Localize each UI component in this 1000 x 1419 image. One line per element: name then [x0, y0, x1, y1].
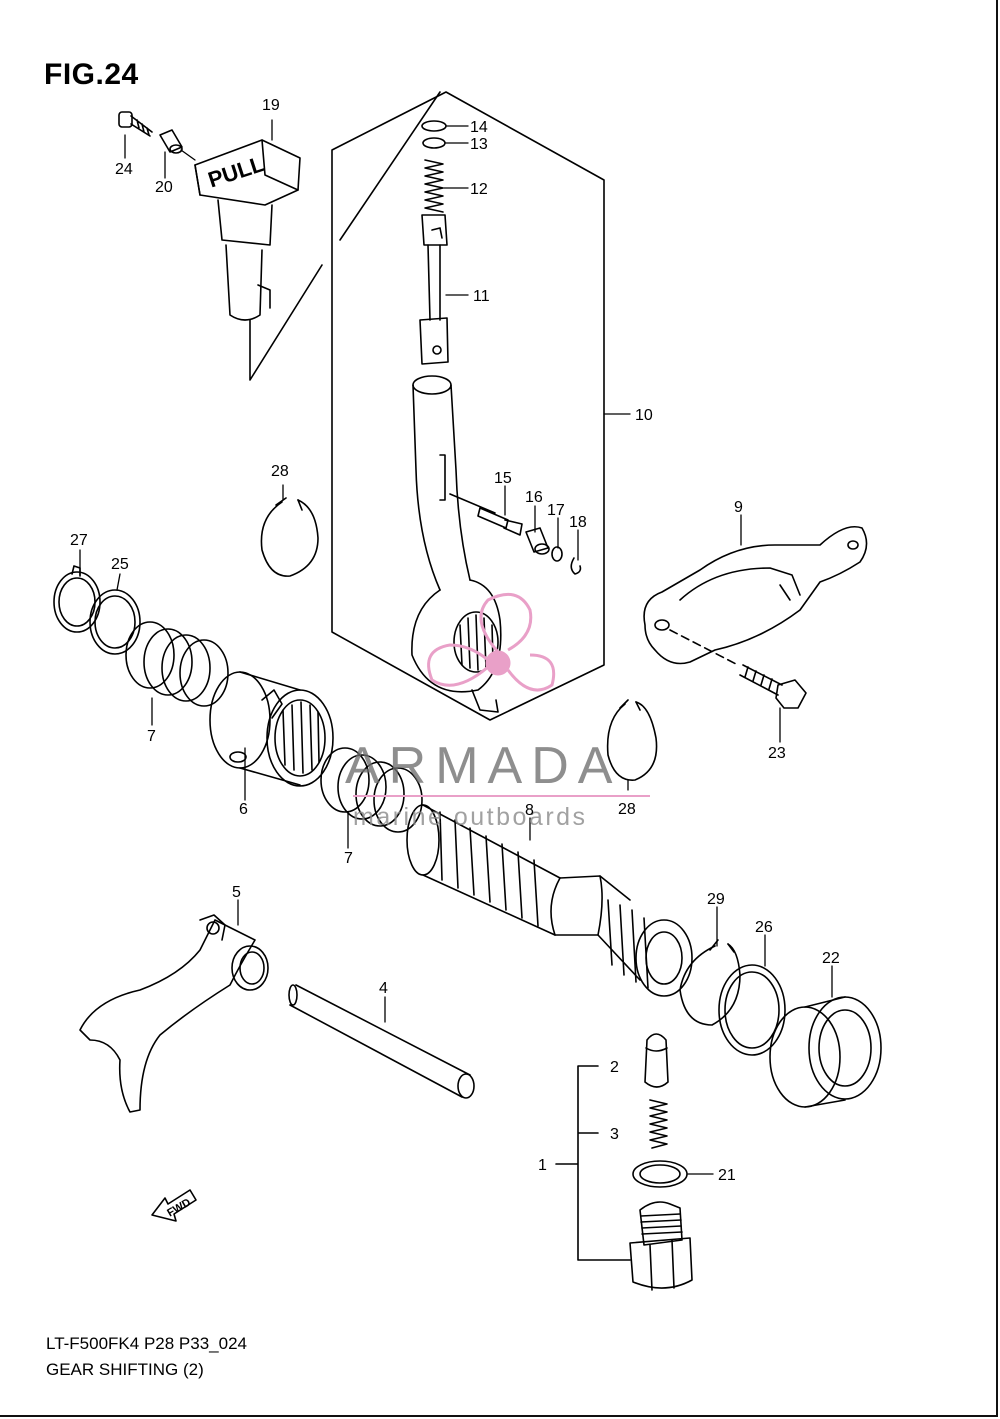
callout-13: 13: [470, 136, 488, 153]
model-code: LT-F500FK4 P28 P33_024: [46, 1334, 247, 1353]
rod-part-11: [419, 214, 449, 365]
ring-part-14: [421, 120, 447, 132]
callout-14: 14: [470, 119, 488, 136]
diagram-name: GEAR SHIFTING (2): [46, 1360, 204, 1379]
snap-ring-part-27: [53, 565, 101, 633]
callout-20: 20: [155, 179, 173, 196]
bearing-part-22: [769, 996, 882, 1108]
shift-arm: [411, 375, 502, 713]
callout-24: 24: [115, 161, 133, 178]
callout-19: 19: [262, 97, 280, 114]
watermark-brand: ARMADA: [345, 737, 621, 795]
bolt-part-24: [118, 111, 153, 137]
spring-part-7-upper: [125, 621, 229, 707]
callout-28-upper: 28: [271, 463, 289, 480]
bolt-part-23: [739, 664, 807, 709]
callout-4: 4: [379, 980, 388, 997]
collar-part-20: [159, 129, 183, 154]
washer-part-21: [632, 1160, 688, 1188]
sleeve-part-16: [525, 527, 550, 555]
callout-7-lower: 7: [344, 850, 353, 867]
callout-27: 27: [70, 532, 88, 549]
assembly-10-outline: [331, 91, 605, 721]
callout-26: 26: [755, 919, 773, 936]
lever-plate-part-9: [643, 526, 868, 665]
callout-7-upper: 7: [147, 728, 156, 745]
leader-lines: [79, 119, 833, 1175]
callout-28-lower: 28: [618, 801, 636, 818]
callout-21: 21: [718, 1167, 736, 1184]
washer-part-26: [718, 964, 786, 1056]
figure-title: FIG.24: [44, 58, 139, 91]
callout-9: 9: [734, 499, 743, 516]
callout-10: 10: [635, 407, 653, 424]
clutch-dog-part-6: [209, 671, 334, 787]
plug-part-1: [629, 1201, 693, 1291]
assembly-link-lines: [249, 91, 441, 381]
spring-part-12: [424, 159, 444, 213]
circlip-part-28-lower: [606, 699, 658, 781]
knob-part-19: PULL: [194, 139, 301, 321]
callout-22: 22: [822, 950, 840, 967]
pin-part-15: [449, 493, 523, 536]
callout-15: 15: [494, 470, 512, 487]
callout-8: 8: [525, 802, 534, 819]
rod-part-4: [288, 984, 475, 1099]
plunger-part-2: [644, 1033, 669, 1088]
callout-12: 12: [470, 181, 488, 198]
callout-labels: 19 24 20 14 13 12 11 10 15 16 17 18 28 2…: [70, 97, 840, 1184]
ring-part-13: [422, 137, 446, 149]
clip-part-18: [570, 557, 582, 575]
callout-11: 11: [473, 288, 490, 305]
shaft-part-8: [406, 804, 693, 997]
callout-25: 25: [111, 556, 129, 573]
callout-6: 6: [239, 801, 248, 818]
circlip-part-28-upper: [260, 497, 319, 577]
callout-16: 16: [525, 489, 543, 506]
leader-9-to-23: [669, 629, 739, 666]
callout-1: 1: [538, 1157, 547, 1174]
spring-part-7-lower: [320, 747, 423, 833]
fwd-arrow-icon: FWD: [151, 1189, 197, 1222]
bracket-part-1: [555, 1065, 631, 1261]
callout-2: 2: [610, 1059, 619, 1076]
snap-ring-part-29: [679, 939, 741, 1026]
callout-5: 5: [232, 884, 241, 901]
fwd-label: FWD: [165, 1196, 193, 1219]
callout-17: 17: [547, 502, 565, 519]
callout-23: 23: [768, 745, 786, 762]
fork-part-5: [79, 914, 269, 1113]
washer-part-17: [551, 546, 563, 562]
spring-part-3: [649, 1099, 668, 1149]
watermark-logo-icon: [427, 592, 556, 692]
callout-18: 18: [569, 514, 587, 531]
washer-part-25: [89, 589, 141, 655]
callout-29: 29: [707, 891, 725, 908]
callout-3: 3: [610, 1126, 619, 1143]
watermark-tagline: marine outboards: [353, 803, 588, 831]
